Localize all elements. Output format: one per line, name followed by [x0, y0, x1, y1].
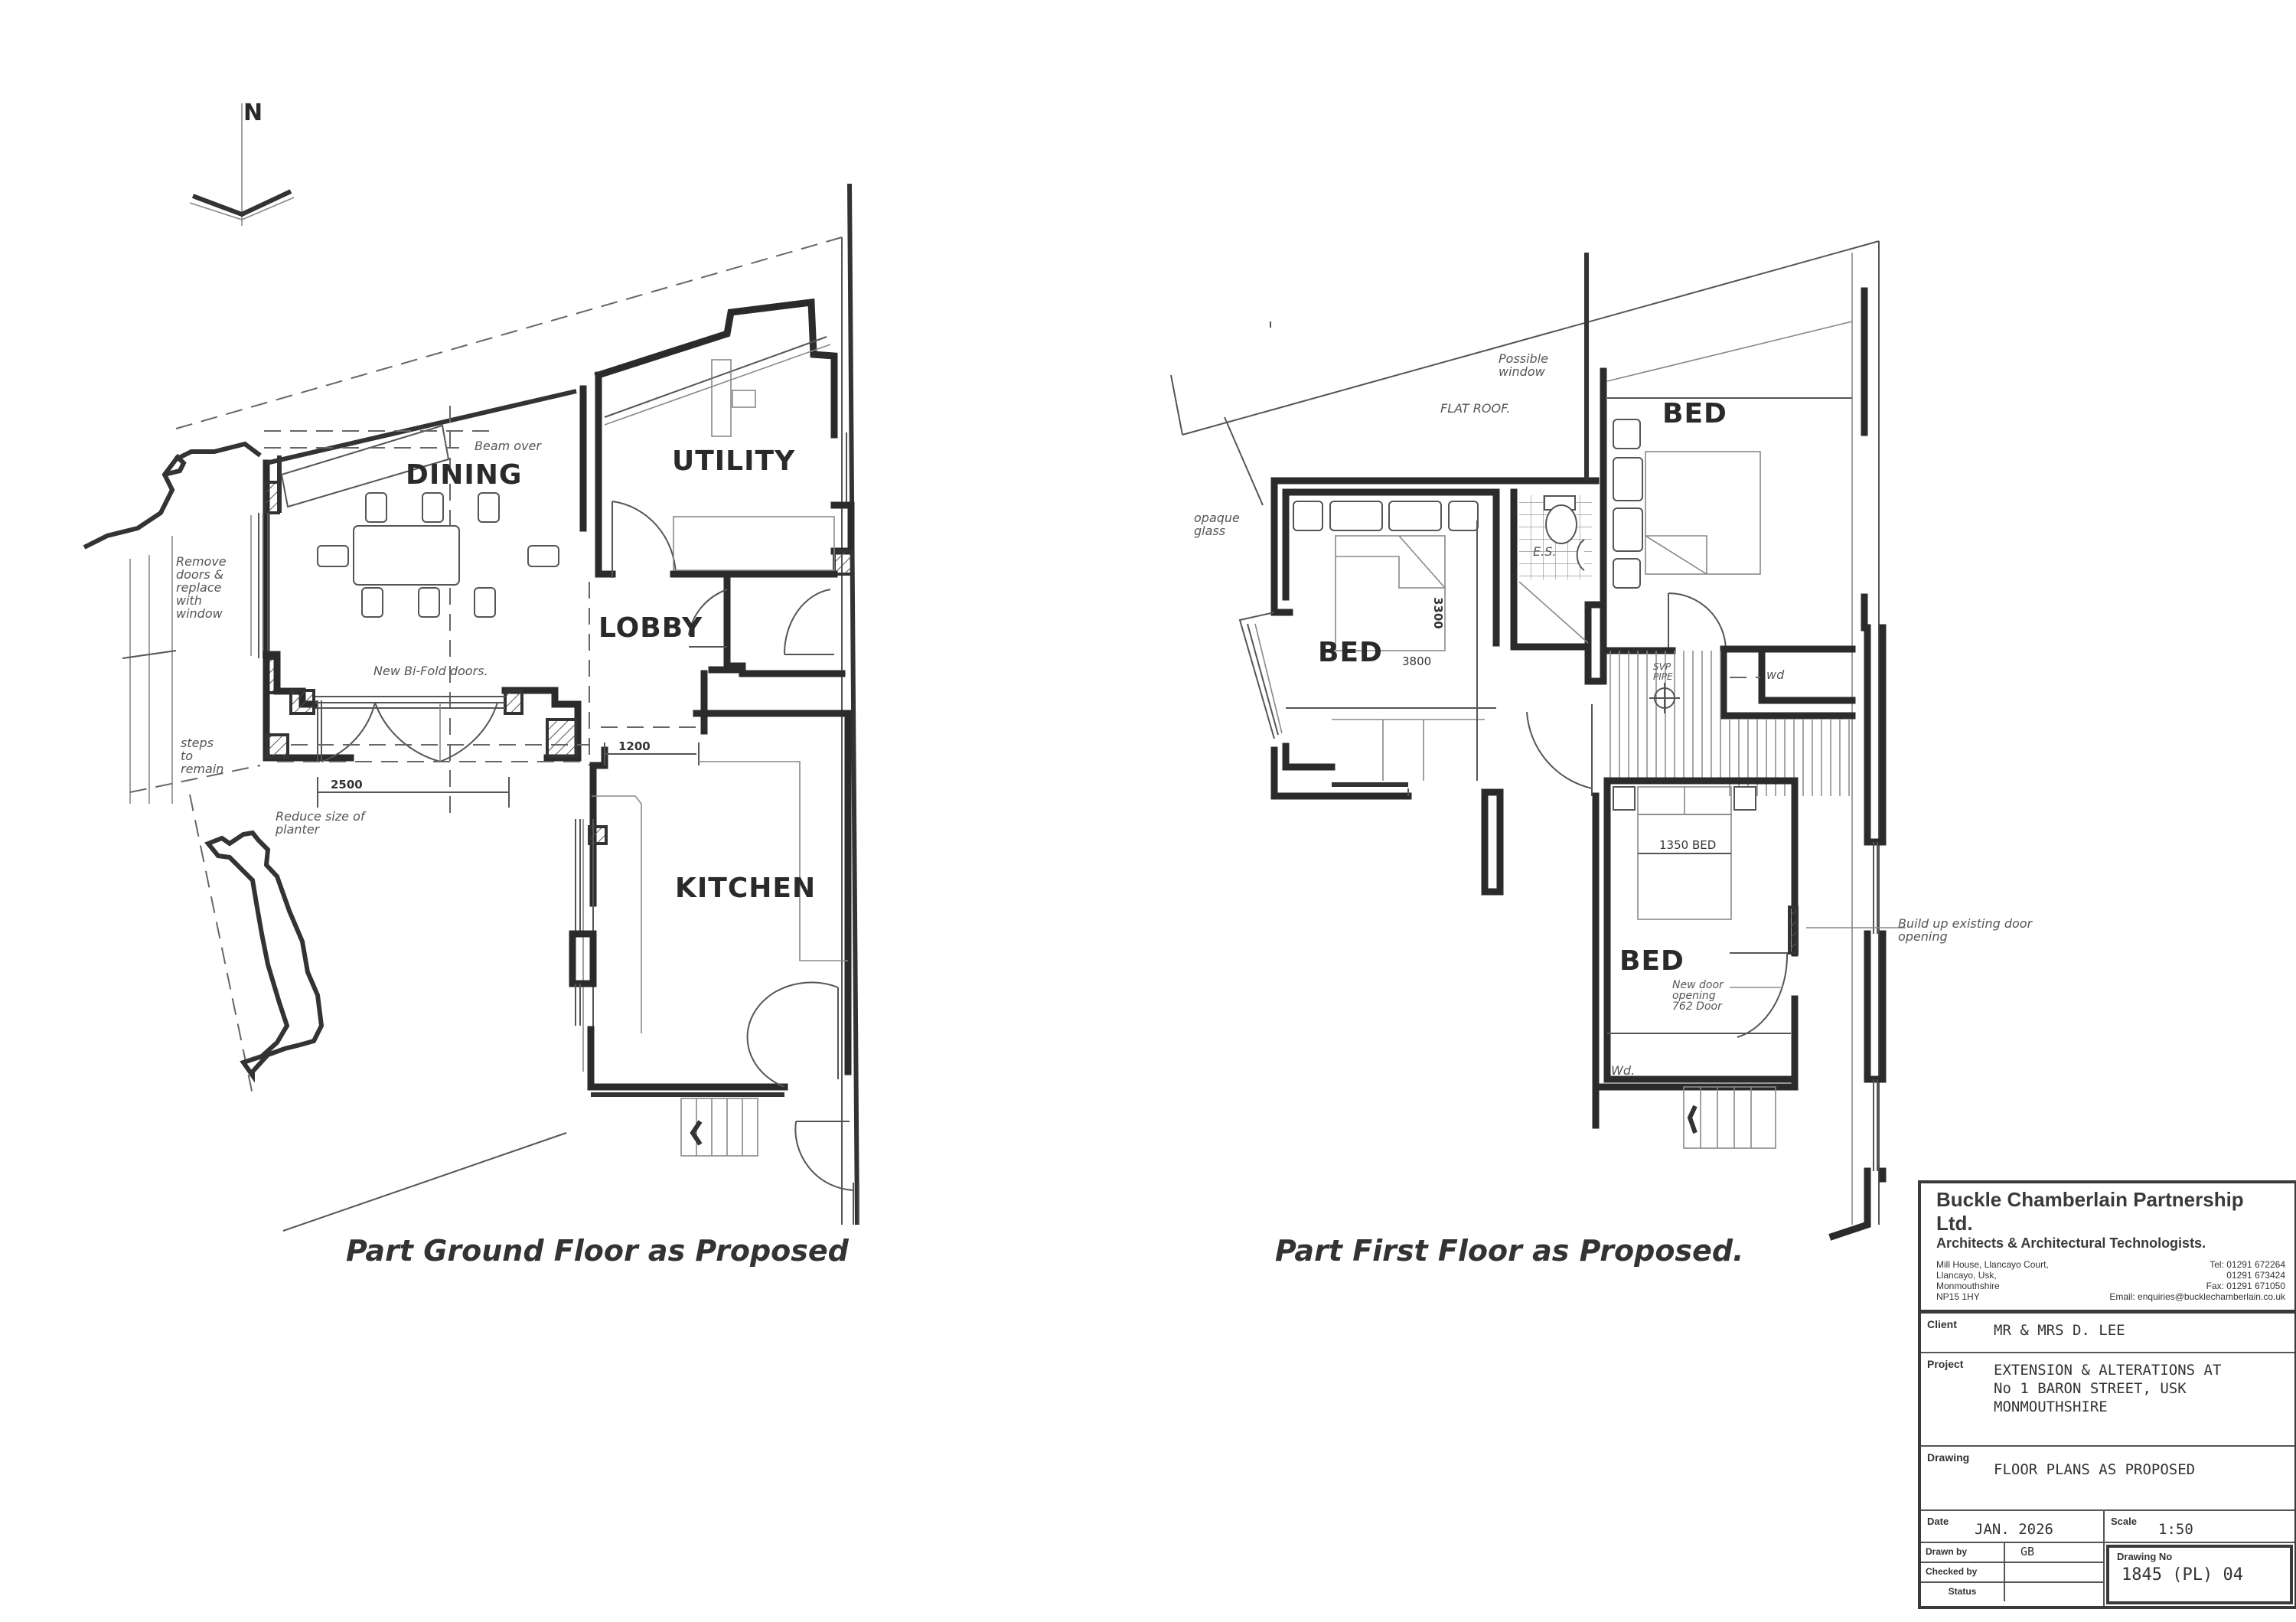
- drawing-number-label: Drawing No: [2117, 1551, 2173, 1562]
- note-opaque-glass: opaque glass: [1194, 511, 1240, 538]
- room-label-dining: DINING: [406, 459, 523, 491]
- dimension-bed-width: 3800: [1402, 654, 1432, 668]
- project-value: EXTENSION & ALTERATIONS AT No 1 BARON ST…: [1921, 1353, 2294, 1416]
- project-label: Project: [1927, 1358, 1964, 1370]
- date-value: JAN. 2026: [1975, 1521, 2053, 1538]
- approval-row: Drawn by GB Checked by Status Drawing No…: [1921, 1542, 2294, 1606]
- checked-by-row: Checked by: [1921, 1563, 2103, 1583]
- first-floor-plan: [1170, 240, 1906, 1241]
- drawn-by-row: Drawn by GB: [1921, 1543, 2103, 1563]
- label-wardrobe-right: wd: [1766, 667, 1785, 682]
- drawn-by-label: Drawn by: [1921, 1543, 2005, 1562]
- address-line: Monmouthshire: [1936, 1281, 2000, 1291]
- date-cell: Date JAN. 2026: [1921, 1511, 2105, 1542]
- note-remove-doors: Remove doors & replace with window: [176, 554, 227, 621]
- room-label-kitchen: KITCHEN: [675, 873, 817, 904]
- contact-line: Fax: 01291 671050: [2206, 1281, 2285, 1291]
- first-floor-caption: Part First Floor as Proposed.: [1275, 1234, 1744, 1268]
- drawing-value: FLOOR PLANS AS PROPOSED: [1994, 1461, 2196, 1478]
- note-bifold-doors: New Bi-Fold doors.: [373, 664, 488, 678]
- project-line: No 1 BARON STREET, USK: [1994, 1380, 2187, 1397]
- status-label: Status: [1921, 1583, 2005, 1601]
- room-label-lobby: LOBBY: [598, 612, 703, 644]
- client-label: Client: [1927, 1318, 1957, 1330]
- dimension-bifold-width: 2500: [331, 778, 363, 791]
- title-block-header: Buckle Chamberlain Partnership Ltd. Arch…: [1921, 1183, 2294, 1314]
- note-possible-window: Possible window: [1499, 351, 1548, 379]
- date-label: Date: [1927, 1516, 1949, 1527]
- dimension-kitchen-opening: 1200: [618, 739, 651, 753]
- dining-table-with-chairs: [317, 492, 559, 618]
- drawing-label: Drawing: [1927, 1451, 1970, 1464]
- company-contact: Mill House, Llancayo Court, Llancayo, Us…: [1936, 1259, 2285, 1302]
- company-subtitle: Architects & Architectural Technologists…: [1936, 1235, 2206, 1251]
- client-row: Client MR & MRS D. LEE: [1921, 1314, 2294, 1352]
- room-label-ensuite: E.S.: [1533, 544, 1557, 559]
- contact-line: 01291 673424: [2226, 1270, 2285, 1281]
- status-row: Status: [1921, 1583, 2103, 1601]
- status-value: [2005, 1583, 2103, 1601]
- note-beam-over: Beam over: [475, 439, 541, 453]
- address-line: Mill House, Llancayo Court,: [1936, 1259, 2049, 1270]
- scale-value: 1:50: [2158, 1521, 2193, 1538]
- company-address: Mill House, Llancayo Court, Llancayo, Us…: [1936, 1259, 2049, 1302]
- company-phone-email: Tel: 01291 672264 01291 673424 Fax: 0129…: [2109, 1259, 2285, 1302]
- title-block: Buckle Chamberlain Partnership Ltd. Arch…: [1918, 1180, 2296, 1609]
- dimension-double-bed: 1350 BED: [1659, 838, 1717, 852]
- drawing-number-box: Drawing No 1845 (PL) 04: [2106, 1545, 2293, 1604]
- note-new-door-opening: New door opening 762 Door: [1672, 979, 1724, 1013]
- ground-floor-plan: [83, 183, 859, 1232]
- north-label: N: [243, 100, 263, 126]
- room-label-bed-lower: BED: [1619, 945, 1684, 977]
- room-label-bed-right: BED: [1662, 398, 1727, 429]
- client-value: MR & MRS D. LEE: [1994, 1322, 2125, 1339]
- dimension-bed-depth: 3300: [1431, 597, 1445, 629]
- checked-by-value: [2005, 1563, 2103, 1581]
- room-label-utility: UTILITY: [672, 445, 796, 477]
- drawing-number-value: 1845 (PL) 04: [2122, 1565, 2243, 1584]
- checked-by-label: Checked by: [1921, 1563, 2005, 1581]
- note-flat-roof: FLAT ROOF.: [1440, 401, 1511, 416]
- scale-cell: Scale 1:50: [2105, 1511, 2294, 1542]
- drawing-row: Drawing FLOOR PLANS AS PROPOSED: [1921, 1445, 2294, 1509]
- note-steps-remain: steps to remain: [181, 736, 224, 776]
- contact-line: Email: enquiries@bucklechamberlain.co.uk: [2109, 1291, 2285, 1302]
- approval-fields: Drawn by GB Checked by Status: [1921, 1543, 2105, 1606]
- note-build-up-door: Build up existing door opening: [1898, 916, 2033, 944]
- note-svp-pipe: SVP PIPE: [1653, 661, 1673, 682]
- contact-line: Tel: 01291 672264: [2210, 1259, 2285, 1270]
- ground-floor-caption: Part Ground Floor as Proposed: [346, 1234, 849, 1268]
- scale-label: Scale: [2111, 1516, 2137, 1527]
- label-wardrobe-lower: Wd.: [1611, 1063, 1636, 1078]
- project-row: Project EXTENSION & ALTERATIONS AT No 1 …: [1921, 1352, 2294, 1445]
- north-arrow-icon: [189, 103, 295, 226]
- drawn-by-value: GB: [2020, 1545, 2035, 1558]
- planter-outline: [204, 830, 325, 1083]
- address-line: NP15 1HY: [1936, 1291, 1980, 1302]
- date-scale-row: Date JAN. 2026 Scale 1:50: [1921, 1509, 2294, 1542]
- project-line: MONMOUTHSHIRE: [1994, 1398, 2108, 1415]
- address-line: Llancayo, Usk,: [1936, 1270, 1997, 1281]
- company-name: Buckle Chamberlain Partnership Ltd.: [1936, 1188, 2244, 1235]
- note-reduce-planter: Reduce size of planter: [276, 809, 365, 837]
- project-line: EXTENSION & ALTERATIONS AT: [1994, 1362, 2222, 1379]
- room-label-bed-left: BED: [1318, 637, 1383, 668]
